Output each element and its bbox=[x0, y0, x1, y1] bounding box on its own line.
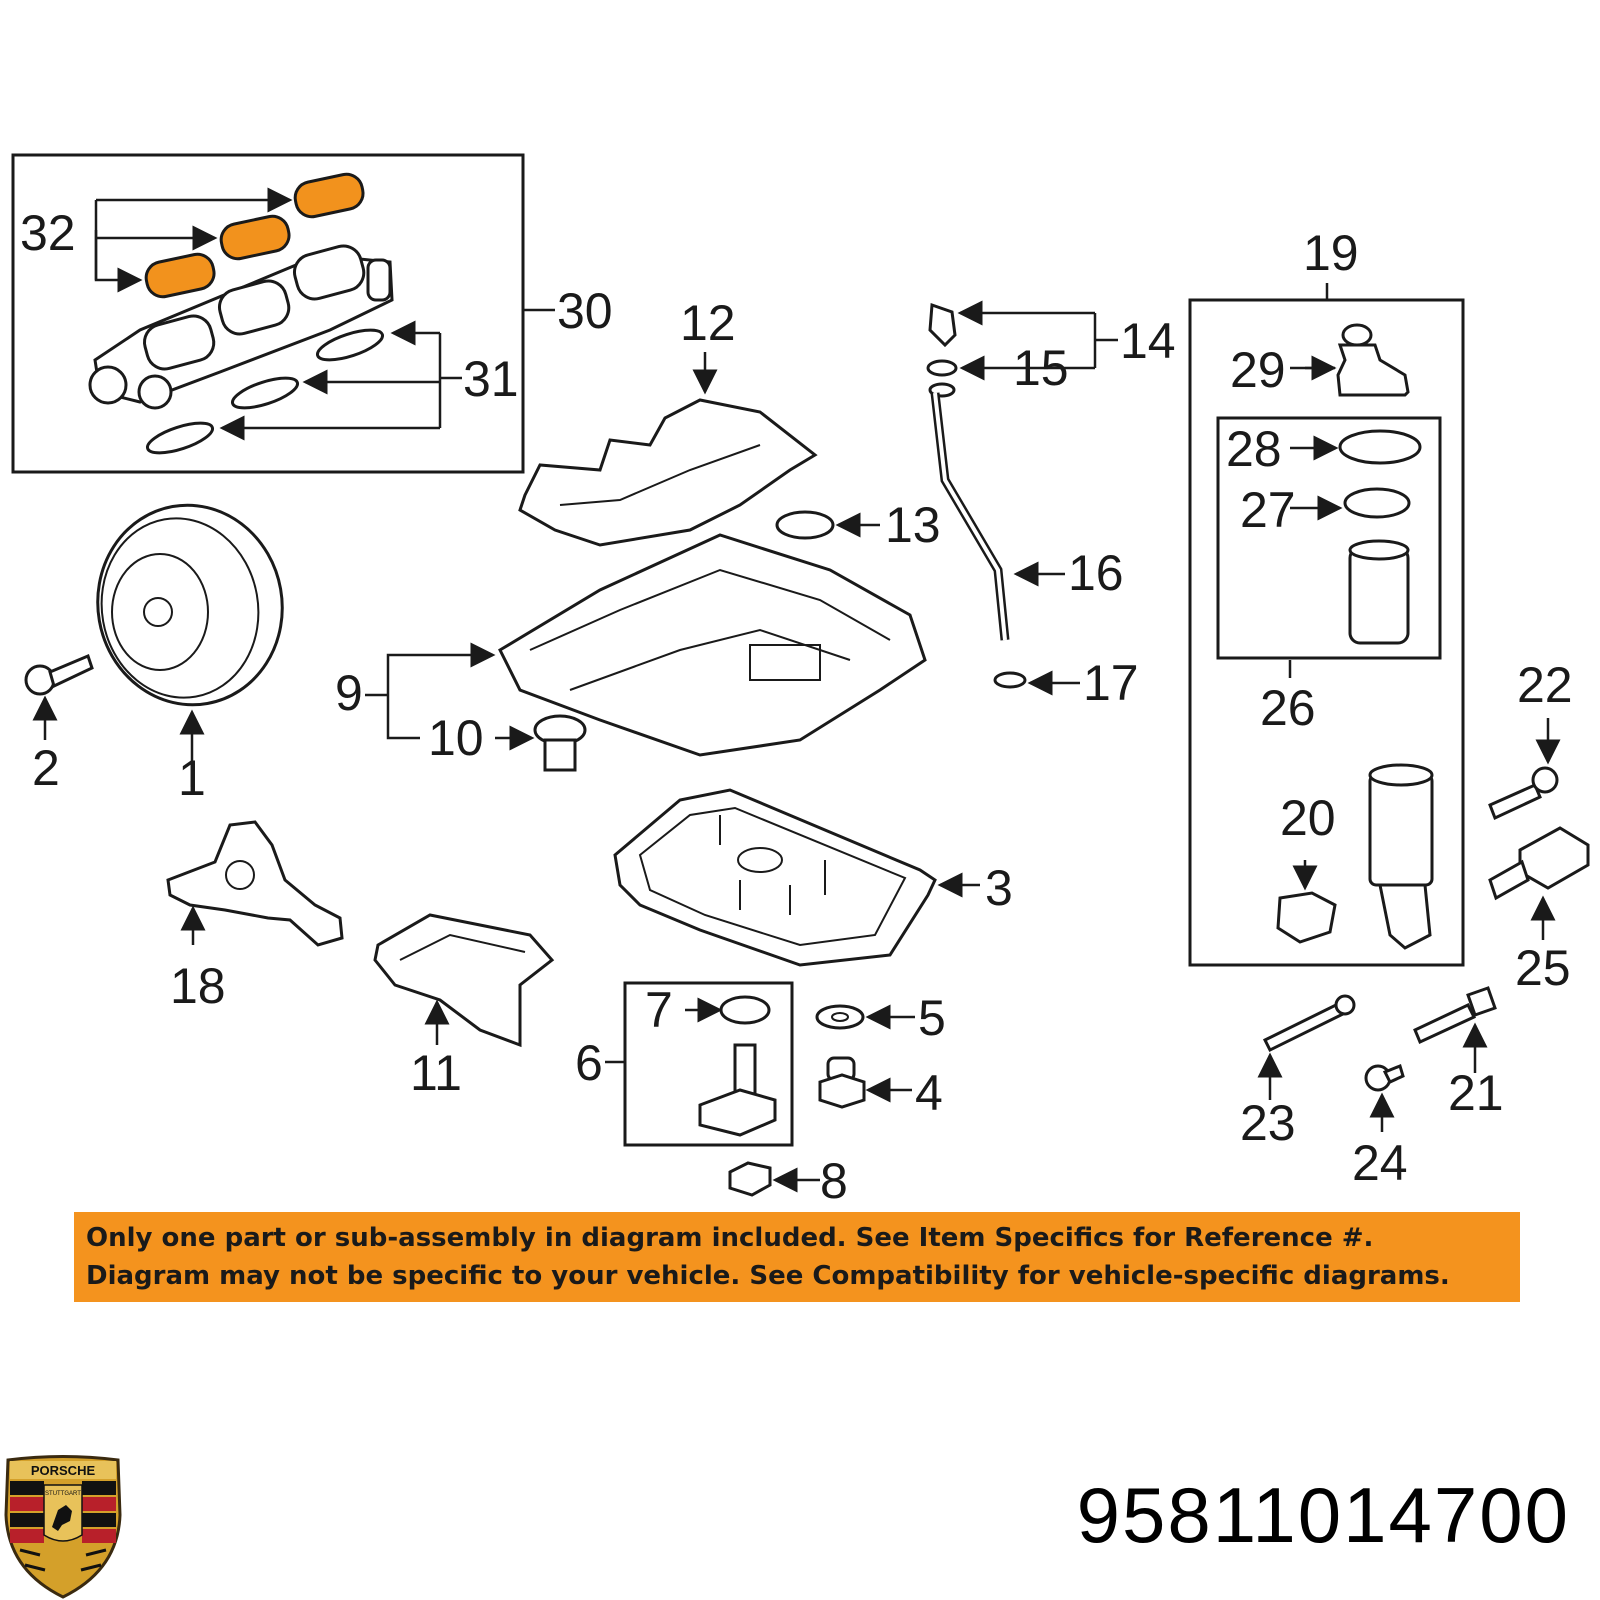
callout-17: 17 bbox=[1083, 655, 1139, 711]
callout-25: 25 bbox=[1515, 940, 1571, 996]
callout-13: 13 bbox=[885, 497, 941, 553]
callout-27: 27 bbox=[1240, 482, 1296, 538]
callout-29: 29 bbox=[1230, 342, 1286, 398]
oring-13-part[interactable] bbox=[775, 510, 835, 540]
notice-line-1: Only one part or sub-assembly in diagram… bbox=[86, 1223, 1374, 1253]
bolt-23-part[interactable] bbox=[1262, 994, 1356, 1053]
washer-5-part[interactable] bbox=[815, 1004, 865, 1030]
bolt-2-part[interactable] bbox=[24, 653, 94, 696]
logo-subtext: STUTTGART bbox=[45, 1491, 81, 1497]
oil-level-sensor-part[interactable] bbox=[698, 1043, 777, 1137]
callout-11: 11 bbox=[410, 1045, 462, 1101]
bolt-21-part[interactable] bbox=[1413, 986, 1497, 1045]
filter-element-part[interactable] bbox=[1348, 539, 1410, 645]
callout-2: 2 bbox=[32, 740, 60, 796]
lower-oil-pan-part[interactable] bbox=[613, 788, 937, 967]
filter-element-box bbox=[1216, 416, 1442, 660]
filter-cap-29-part[interactable] bbox=[1336, 323, 1410, 397]
porsche-crest-icon: PORSCHE STUTTGART bbox=[4, 1455, 122, 1599]
callout-16: 16 bbox=[1068, 545, 1124, 601]
callout-4: 4 bbox=[915, 1065, 943, 1121]
plug-10-part[interactable] bbox=[533, 714, 587, 772]
callout-18: 18 bbox=[170, 958, 226, 1014]
oring-7-part[interactable] bbox=[719, 995, 771, 1025]
callout-28: 28 bbox=[1226, 421, 1282, 477]
callout-22: 22 bbox=[1517, 657, 1573, 713]
callout-15: 15 bbox=[1013, 340, 1069, 396]
baffle-plate-part[interactable] bbox=[518, 398, 818, 547]
filter-housing-20-part[interactable] bbox=[1276, 763, 1434, 950]
callout-6: 6 bbox=[575, 1035, 603, 1091]
seal-28-part[interactable] bbox=[1338, 429, 1422, 465]
callout-1: 1 bbox=[178, 750, 206, 806]
part-number: 95811014700 bbox=[1076, 1471, 1570, 1559]
intake-manifold-part[interactable] bbox=[88, 242, 394, 410]
callout-19: 19 bbox=[1303, 225, 1359, 281]
callout-10: 10 bbox=[428, 710, 484, 766]
callout-30: 30 bbox=[557, 283, 613, 339]
seal-27-part[interactable] bbox=[1343, 487, 1411, 519]
callout-8: 8 bbox=[820, 1153, 848, 1209]
callout-14: 14 bbox=[1120, 313, 1176, 369]
callout-20: 20 bbox=[1280, 790, 1336, 846]
dipstick-tube-part[interactable] bbox=[926, 302, 1027, 689]
nut-8-part[interactable] bbox=[728, 1161, 772, 1197]
level-sensor-box bbox=[623, 981, 794, 1147]
callout-32: 32 bbox=[20, 205, 76, 261]
callout-12: 12 bbox=[680, 295, 736, 351]
sensor-25-part[interactable] bbox=[1488, 826, 1590, 901]
callout-9: 9 bbox=[335, 665, 363, 721]
callout-23: 23 bbox=[1240, 1095, 1296, 1151]
bolt-24-part[interactable] bbox=[1364, 1063, 1405, 1092]
notice-line-2: Diagram may not be specific to your vehi… bbox=[86, 1261, 1450, 1291]
callout-31: 31 bbox=[463, 351, 519, 407]
upper-oil-pan-part[interactable] bbox=[498, 533, 927, 757]
callout-21: 21 bbox=[1448, 1065, 1504, 1121]
callout-7: 7 bbox=[645, 982, 673, 1038]
logo-text: PORSCHE bbox=[31, 1463, 96, 1478]
callout-24: 24 bbox=[1352, 1135, 1408, 1191]
oil-pump-18-part[interactable] bbox=[166, 820, 344, 947]
drain-plug-4-part[interactable] bbox=[818, 1056, 866, 1109]
callout-3: 3 bbox=[985, 860, 1013, 916]
callout-5: 5 bbox=[918, 990, 946, 1046]
bolt-22-part[interactable] bbox=[1488, 766, 1559, 821]
windage-tray-11-part[interactable] bbox=[373, 913, 555, 1048]
manifold-inset-box bbox=[11, 153, 525, 474]
callout-26: 26 bbox=[1260, 680, 1316, 736]
pulley-part[interactable] bbox=[82, 491, 298, 720]
notice-banner: Only one part or sub-assembly in diagram… bbox=[74, 1212, 1520, 1302]
